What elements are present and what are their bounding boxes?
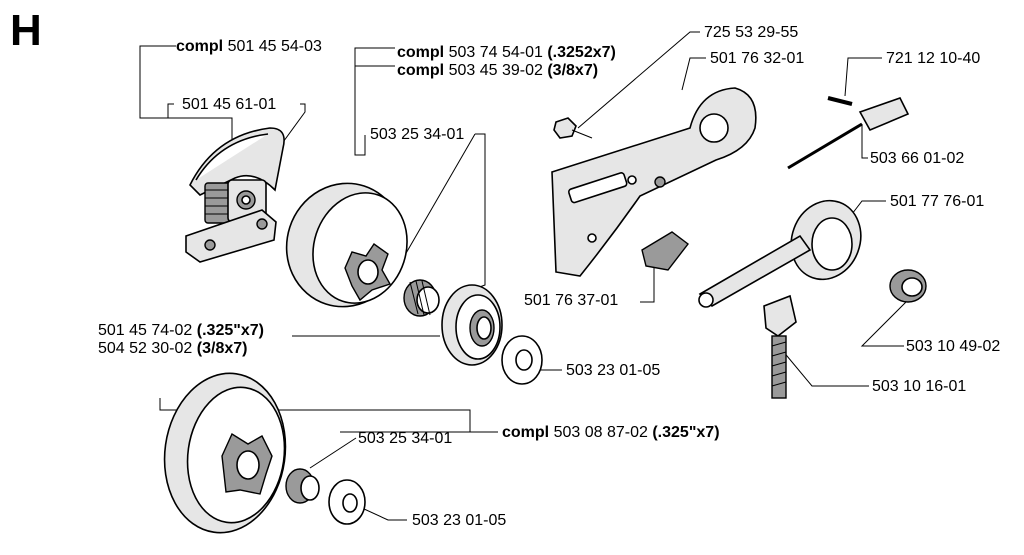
- label-plate: 501 76 32-01: [710, 50, 805, 67]
- label-rim-b: 504 52 30-02 (3/8x7): [98, 340, 248, 357]
- screw: [553, 117, 593, 139]
- label-adjuster: 503 66 01-02: [870, 150, 965, 167]
- clutch-drum-2: [163, 372, 287, 534]
- label-worm: 503 10 16-01: [872, 378, 967, 395]
- label-screw: 725 53 29-55: [704, 24, 799, 41]
- needle-bearing-1: [403, 279, 440, 317]
- side-plate: [551, 87, 757, 277]
- worm-gear: [763, 294, 797, 399]
- label-clutch-shoe: 501 45 61-01: [182, 96, 277, 113]
- chain-guide: [641, 231, 689, 271]
- label-washer-1: 503 23 01-05: [566, 362, 661, 379]
- label-spring: 503 10 49-02: [906, 338, 1001, 355]
- spring: [889, 269, 927, 303]
- adjuster-rod: [787, 96, 910, 170]
- rim-sprocket: [441, 284, 503, 366]
- label-clutch-compl: compl 501 45 54-03: [176, 38, 322, 55]
- washer-1: [501, 335, 543, 385]
- clutch-drum-1: [285, 182, 408, 308]
- oil-pump: [698, 199, 862, 308]
- label-needle-bearing-2: 503 25 34-01: [358, 430, 453, 447]
- label-drum2-compl: compl 503 08 87-02 (.325"x7): [502, 424, 720, 441]
- section-letter: H: [10, 6, 42, 55]
- label-drum-compl-a: compl 503 74 54-01 (.3252x7): [397, 44, 616, 61]
- label-needle-bearing-1: 503 25 34-01: [370, 126, 465, 143]
- label-washer-2: 503 23 01-05: [412, 512, 507, 529]
- label-rim-a: 501 45 74-02 (.325"x7): [98, 322, 264, 339]
- label-pump: 501 77 76-01: [890, 193, 985, 210]
- label-guide: 501 76 37-01: [524, 292, 619, 309]
- label-drum-compl-b: compl 503 45 39-02 (3/8x7): [397, 62, 599, 79]
- needle-bearing-2: [285, 468, 320, 504]
- washer-2: [328, 479, 366, 525]
- leader-lines: [139, 31, 909, 521]
- label-pin: 721 12 10-40: [886, 50, 981, 67]
- clutch-assembly: [185, 127, 285, 263]
